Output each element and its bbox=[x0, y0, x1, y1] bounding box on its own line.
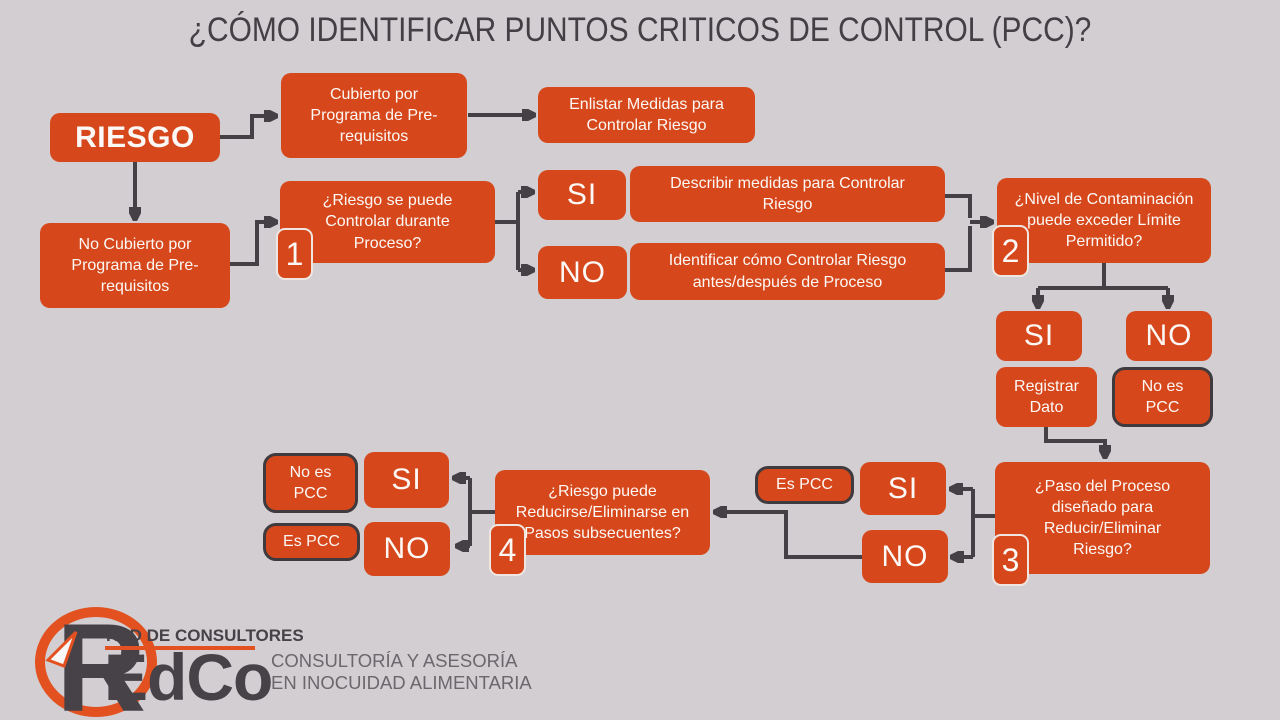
node-q2-si: SI bbox=[996, 311, 1082, 361]
connector-describir-merge bbox=[945, 194, 972, 218]
node-q4-riesgo-reducirse: ¿Riesgo puede Reducirse/Eliminarse en Pa… bbox=[495, 470, 710, 555]
node-q4-es-pcc: Es PCC bbox=[263, 523, 360, 561]
node-q3-paso-proceso: ¿Paso del Proceso diseñado para Reducir/… bbox=[995, 462, 1210, 574]
badge-step-3: 3 bbox=[992, 534, 1029, 586]
logo-tagline-line1: CONSULTORÍA Y ASESORÍA bbox=[271, 650, 518, 671]
node-riesgo: RIESGO bbox=[50, 113, 220, 162]
logo-monogram-graphic: R bbox=[35, 599, 157, 720]
node-q3-si: SI bbox=[860, 462, 946, 515]
logo-line1: RED DE CONSULTORES bbox=[106, 626, 304, 645]
node-q1-riesgo-controlar-proceso: ¿Riesgo se puede Controlar durante Proce… bbox=[280, 181, 495, 263]
badge-step-2: 2 bbox=[992, 225, 1029, 277]
node-q3-no: NO bbox=[862, 530, 948, 583]
badge-step-1: 1 bbox=[276, 228, 313, 280]
logo-arrow-icon bbox=[45, 630, 78, 668]
logo-swoosh-ring bbox=[35, 607, 157, 717]
logo-tagline-line2: EN INOCUIDAD ALIMENTARIA bbox=[271, 672, 532, 693]
connector-q3no-q4 bbox=[719, 512, 862, 559]
connector-nocubierto-q1 bbox=[230, 222, 272, 266]
node-q4-no: NO bbox=[364, 522, 450, 576]
node-registrar-dato: Registrar Dato bbox=[996, 367, 1097, 427]
node-q1-no: NO bbox=[538, 246, 627, 299]
logo-redco: R RED DE CONSULTORES EdCo CONSULTORÍA Y … bbox=[18, 598, 532, 720]
node-describir-medidas: Describir medidas para Controlar Riesgo bbox=[630, 166, 945, 222]
node-identificar-como-controlar: Identificar cómo Controlar Riesgo antes/… bbox=[630, 243, 945, 300]
badge-step-4: 4 bbox=[489, 524, 526, 576]
node-enlistar-medidas: Enlistar Medidas para Controlar Riesgo bbox=[538, 87, 755, 143]
node-q4-no-es-pcc: No es PCC bbox=[263, 453, 358, 513]
logo-monogram-letter: R bbox=[56, 599, 146, 720]
connector-identificar-merge bbox=[945, 226, 972, 272]
node-cubierto-prerequisitos: Cubierto por Programa de Pre-requisitos bbox=[281, 73, 467, 158]
node-q2-no: NO bbox=[1126, 311, 1212, 361]
connector-riesgo-cubierto bbox=[220, 116, 272, 139]
node-q2-nivel-contaminacion: ¿Nivel de Contaminación puede exceder Lí… bbox=[997, 178, 1211, 263]
node-q2-no-es-pcc: No es PCC bbox=[1112, 367, 1213, 427]
node-q1-si: SI bbox=[538, 170, 626, 220]
connector-registrar-q3 bbox=[1044, 427, 1105, 453]
logo-wordmark: EdCo bbox=[104, 640, 273, 714]
logo-underline bbox=[105, 646, 255, 650]
diagram-title: ¿CÓMO IDENTIFICAR PUNTOS CRITICOS DE CON… bbox=[188, 11, 1092, 49]
node-no-cubierto-prerequisitos: No Cubierto por Programa de Pre-requisit… bbox=[40, 223, 230, 308]
node-q3-es-pcc: Es PCC bbox=[755, 466, 854, 504]
node-q4-si: SI bbox=[364, 452, 449, 508]
